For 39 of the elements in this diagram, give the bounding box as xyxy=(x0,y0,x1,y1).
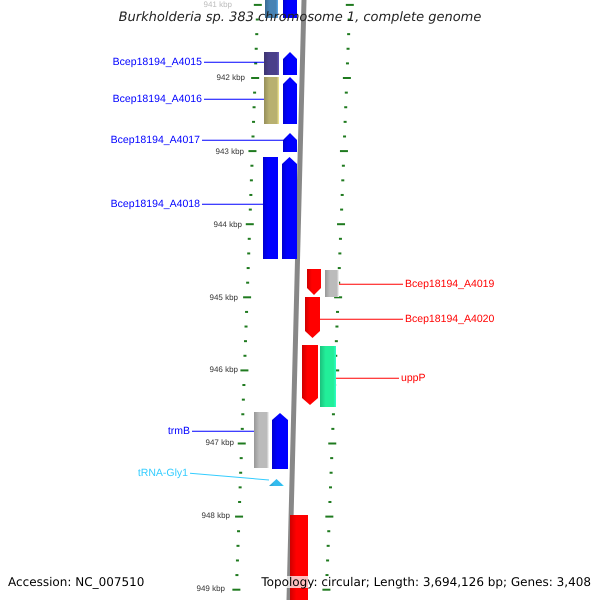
trna-marker xyxy=(269,479,284,486)
accession-text: Accession: NC_007510 xyxy=(8,576,144,588)
gene-label: Bcep18194_A4017 xyxy=(110,135,200,146)
gene-label: tRNA-Gly1 xyxy=(138,468,188,478)
leader-line xyxy=(204,98,264,100)
gene-feature xyxy=(302,345,336,407)
gene-label: uppP xyxy=(401,373,426,384)
scale-label: 949 kbp xyxy=(196,585,225,593)
leader-line xyxy=(204,62,264,63)
scale-label: 944 kbp xyxy=(214,221,242,229)
scale-label: 941 kbp xyxy=(204,1,232,9)
gene-label: Bcep18194_A4020 xyxy=(405,314,494,324)
gene-feature xyxy=(264,77,297,124)
gene-feature xyxy=(263,157,297,259)
scale-label: 943 kbp xyxy=(216,148,244,156)
scale-label: 946 kbp xyxy=(210,366,238,374)
title: Burkholderia sp. 383 chromosome 1, complete genome xyxy=(118,11,482,24)
genome-stats: Topology: circular; Length: 3,694,126 bp; Genes: 3,408 xyxy=(261,576,591,588)
gene-feature xyxy=(305,297,320,338)
scale-label: 942 kbp xyxy=(216,74,245,82)
scale-label: 947 kbp xyxy=(206,439,234,447)
gene-label: Bcep18194_A4015 xyxy=(112,57,202,68)
scale-label: 948 kbp xyxy=(202,512,230,520)
leader-line xyxy=(202,140,284,141)
leader-line xyxy=(190,472,270,480)
gene-feature xyxy=(254,412,288,469)
scale-label: 945 kbp xyxy=(210,294,238,302)
leader-line xyxy=(192,430,254,432)
gene-label: trmB xyxy=(168,426,190,436)
gene-feature xyxy=(283,133,297,152)
gene-label: Bcep18194_A4019 xyxy=(405,279,494,290)
leader-line xyxy=(336,378,400,379)
leader-line xyxy=(338,284,404,285)
gene-label: Bcep18194_A4016 xyxy=(112,94,202,104)
gene-feature xyxy=(307,269,339,297)
gene-label: Bcep18194_A4018 xyxy=(110,199,200,210)
gene-feature xyxy=(264,52,297,75)
leader-line xyxy=(320,318,404,320)
leader-line xyxy=(202,204,264,205)
